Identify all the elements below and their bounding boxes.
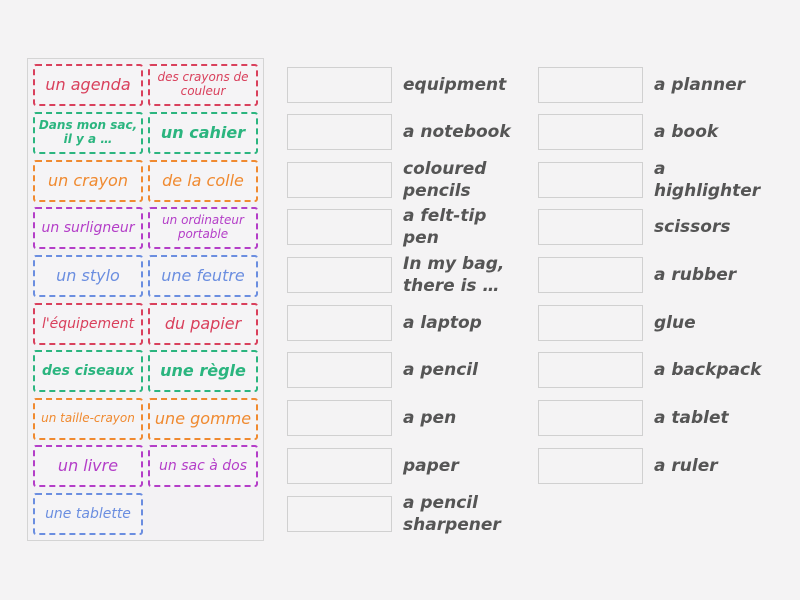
drop-slot[interactable]: [287, 162, 392, 198]
drop-slot[interactable]: [538, 162, 643, 198]
drop-slot[interactable]: [538, 448, 643, 484]
target-label: a highlighter: [654, 159, 761, 201]
drop-slot[interactable]: [287, 352, 392, 388]
tile-une-tablette[interactable]: une tablette: [33, 493, 143, 535]
target-label: a pencil: [403, 360, 478, 380]
tile-dans-mon-sac[interactable]: Dans mon sac, il y a …: [33, 112, 143, 154]
drop-slot[interactable]: [538, 352, 643, 388]
drop-slot[interactable]: [287, 67, 392, 103]
drop-slot[interactable]: [538, 400, 643, 436]
tile-une-feutre[interactable]: une feutre: [148, 255, 258, 297]
target-label: a ruler: [654, 456, 718, 476]
drop-slot[interactable]: [287, 305, 392, 341]
drop-slot[interactable]: [538, 114, 643, 150]
tile-un-surligneur[interactable]: un surligneur: [33, 207, 143, 249]
tile-une-regle[interactable]: une règle: [148, 350, 258, 392]
tile-bank: un agenda des crayons de couleur Dans mo…: [27, 58, 264, 541]
drop-slot[interactable]: [287, 448, 392, 484]
drop-slot[interactable]: [287, 496, 392, 532]
target-label: a backpack: [654, 360, 762, 380]
drop-slot[interactable]: [287, 400, 392, 436]
target-label: coloured pencils: [403, 159, 487, 201]
target-label: a rubber: [654, 265, 737, 285]
drop-slot[interactable]: [287, 114, 392, 150]
tile-un-sac-a-dos[interactable]: un sac à dos: [148, 445, 258, 487]
target-label: a laptop: [403, 313, 482, 333]
target-label: paper: [403, 456, 459, 476]
target-label: In my bag, there is …: [403, 254, 505, 296]
target-label: glue: [654, 313, 696, 333]
drop-slot[interactable]: [287, 257, 392, 293]
tile-du-papier[interactable]: du papier: [148, 303, 258, 345]
drop-slot[interactable]: [538, 257, 643, 293]
drop-slot[interactable]: [538, 305, 643, 341]
drop-slot[interactable]: [538, 209, 643, 245]
tile-un-taille-crayon[interactable]: un taille-crayon: [33, 398, 143, 440]
drop-slot[interactable]: [538, 67, 643, 103]
target-label: scissors: [654, 217, 731, 237]
tile-l-equipement[interactable]: l'équipement: [33, 303, 143, 345]
target-label: a book: [654, 122, 719, 142]
target-label: a pencil sharpener: [403, 493, 501, 535]
tile-un-livre[interactable]: un livre: [33, 445, 143, 487]
target-label: a felt-tip pen: [403, 206, 487, 248]
target-label: a notebook: [403, 122, 511, 142]
target-label: a planner: [654, 75, 745, 95]
tile-un-crayon[interactable]: un crayon: [33, 160, 143, 202]
tile-des-ciseaux[interactable]: des ciseaux: [33, 350, 143, 392]
target-label: a tablet: [654, 408, 729, 428]
target-label: a pen: [403, 408, 457, 428]
drop-slot[interactable]: [287, 209, 392, 245]
tile-un-agenda[interactable]: un agenda: [33, 64, 143, 106]
target-label: equipment: [403, 75, 507, 95]
tile-un-ordinateur-portable[interactable]: un ordinateur portable: [148, 207, 258, 249]
tile-un-stylo[interactable]: un stylo: [33, 255, 143, 297]
tile-un-cahier[interactable]: un cahier: [148, 112, 258, 154]
tile-de-la-colle[interactable]: de la colle: [148, 160, 258, 202]
tile-des-crayons-de-couleur[interactable]: des crayons de couleur: [148, 64, 258, 106]
tile-une-gomme[interactable]: une gomme: [148, 398, 258, 440]
